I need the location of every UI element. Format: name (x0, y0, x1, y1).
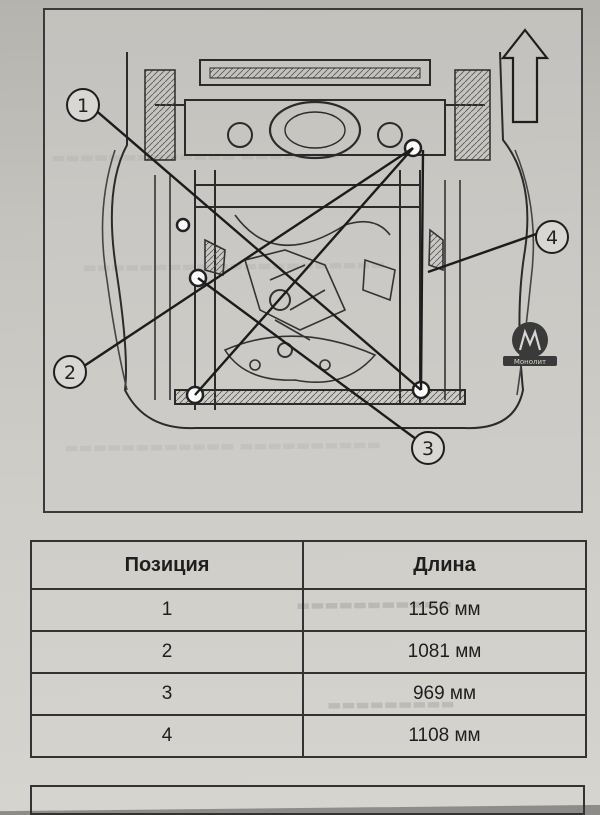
frame-rails (154, 170, 466, 410)
next-section-frame (30, 785, 585, 815)
rear-crossmember (144, 59, 491, 161)
position-cell: 4 (30, 714, 304, 758)
dimensions-table: Позиция Длина 1 1156 мм 2 1081 мм 3 969 … (30, 540, 587, 758)
position-cell: 3 (30, 672, 304, 716)
callout-2-label: 2 (64, 362, 76, 384)
underbody-diagram-frame: 1 2 3 4 Монолит (43, 8, 583, 513)
position-cell: 2 (30, 630, 304, 674)
callout-1-label: 1 (77, 95, 89, 117)
column-header-position: Позиция (30, 540, 304, 590)
callout-2: 2 (53, 355, 87, 389)
callout-4-label: 4 (546, 227, 558, 249)
callout-3-label: 3 (422, 438, 434, 460)
diagonal-lines (74, 107, 543, 443)
length-cell: 1108 мм (302, 714, 587, 758)
table-row: 4 1108 мм (30, 714, 587, 758)
underbody-diagram: 1 2 3 4 Монолит (53, 28, 569, 465)
publisher-logo: Монолит (503, 322, 557, 366)
column-header-length: Длина (302, 540, 587, 590)
callout-3: 3 (411, 431, 445, 465)
length-cell: 1156 мм (302, 588, 587, 632)
table-row: 2 1081 мм (30, 630, 587, 674)
table-header-row: Позиция Длина (30, 540, 587, 590)
length-cell: 969 мм (302, 672, 587, 716)
length-cell: 1081 мм (302, 630, 587, 674)
table-row: 1 1156 мм (30, 588, 587, 632)
up-arrow-icon (500, 28, 550, 124)
table-row: 3 969 мм (30, 672, 587, 716)
callout-1: 1 (66, 88, 100, 122)
floor-panel-details (204, 214, 444, 383)
position-cell: 1 (30, 588, 304, 632)
svg-text:Монолит: Монолит (514, 358, 546, 366)
callout-4: 4 (535, 220, 569, 254)
